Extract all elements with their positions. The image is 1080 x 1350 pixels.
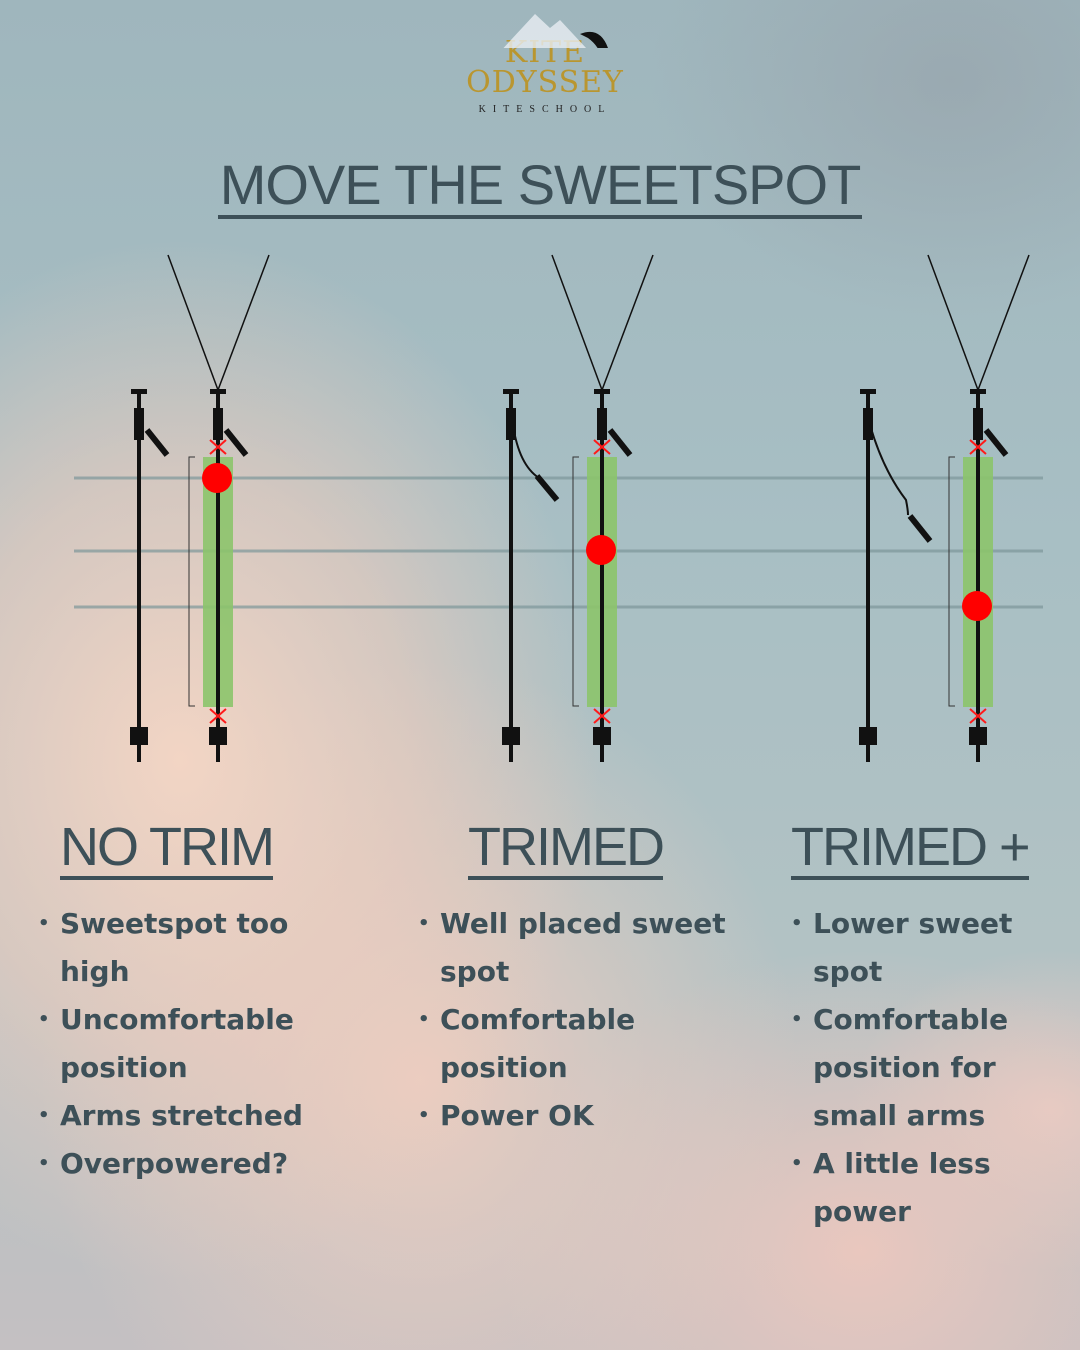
kite-odyssey-logo: KITE ODYSSEY KITESCHOOL [460, 8, 630, 123]
chicken-loop-top [594, 389, 610, 394]
trim-rope [512, 424, 540, 479]
trim-cleat [213, 408, 223, 440]
page-title: MOVE THE SWEETSPOT [217, 155, 863, 219]
range-bracket [188, 456, 195, 707]
column-heading: NO TRIM [60, 818, 275, 880]
sweetspot-dot [202, 463, 232, 493]
bar-end-stopper [130, 727, 148, 745]
stop-mark-icon [593, 708, 611, 724]
trim-cleat [973, 408, 983, 440]
chicken-loop-top [503, 389, 519, 394]
trim-handle [983, 428, 1009, 457]
front-line [217, 254, 270, 391]
trim-handle [907, 514, 933, 543]
trim-handle [607, 428, 633, 457]
trim-handle [534, 474, 560, 502]
bullet-item: Well placed sweet spot [418, 900, 738, 996]
bullet-item: Lower sweet spot [791, 900, 1023, 996]
chicken-loop-top [860, 389, 876, 394]
chicken-loop-top [210, 389, 226, 394]
stop-mark-icon [969, 708, 987, 724]
stop-mark-icon [209, 708, 227, 724]
column-no-trim: NO TRIM Sweetspot too high Uncomfortable… [38, 818, 368, 1188]
bar-end-stopper [969, 727, 987, 745]
bar-end-stopper [593, 727, 611, 745]
bullet-item: A little less power [791, 1140, 993, 1236]
logo-kiteschool: KITESCHOOL [478, 104, 612, 115]
sweetspot-dot [586, 535, 616, 565]
sweetspot-diagram [74, 254, 1043, 762]
chicken-loop-top [970, 389, 986, 394]
bullet-item: Arms stretched [38, 1092, 368, 1140]
trim-handle [223, 428, 249, 457]
front-line [167, 254, 219, 391]
trim-handle [144, 428, 170, 457]
bar-end-stopper [209, 727, 227, 745]
bullet-item: Uncomfortable position [38, 996, 368, 1092]
column-heading: TRIMED [468, 818, 665, 880]
mountain-kite-icon [503, 14, 608, 48]
trim-cleat [597, 408, 607, 440]
trim-cleat [134, 408, 144, 440]
bullet-item: Comfortable position for small arms [791, 996, 1008, 1140]
column-heading: TRIMED + [791, 818, 1031, 880]
front-line [927, 254, 979, 391]
column-trimed: TRIMED Well placed sweet spot Comfortabl… [418, 818, 738, 1140]
stop-mark-icon [593, 439, 611, 455]
trim-rope [869, 424, 909, 516]
bar-end-stopper [859, 727, 877, 745]
trim-cleat [863, 408, 873, 440]
logo-odyssey: ODYSSEY [466, 65, 624, 100]
bullet-item: Comfortable position [418, 996, 640, 1092]
bullet-item: Sweetspot too high [38, 900, 300, 996]
bullet-item: Power OK [418, 1092, 738, 1140]
column-trimed-plus: TRIMED + Lower sweet spot Comfortable po… [791, 818, 1071, 1236]
sweetspot-dot [962, 591, 992, 621]
range-bracket [572, 456, 579, 707]
trim-cleat [506, 408, 516, 440]
bar-end-stopper [502, 727, 520, 745]
front-line [977, 254, 1030, 391]
stop-mark-icon [969, 439, 987, 455]
stop-mark-icon [209, 439, 227, 455]
front-line [551, 254, 603, 391]
chicken-loop-top [131, 389, 147, 394]
range-bracket [948, 456, 955, 707]
bullet-item: Overpowered? [38, 1140, 368, 1188]
front-line [601, 254, 654, 391]
